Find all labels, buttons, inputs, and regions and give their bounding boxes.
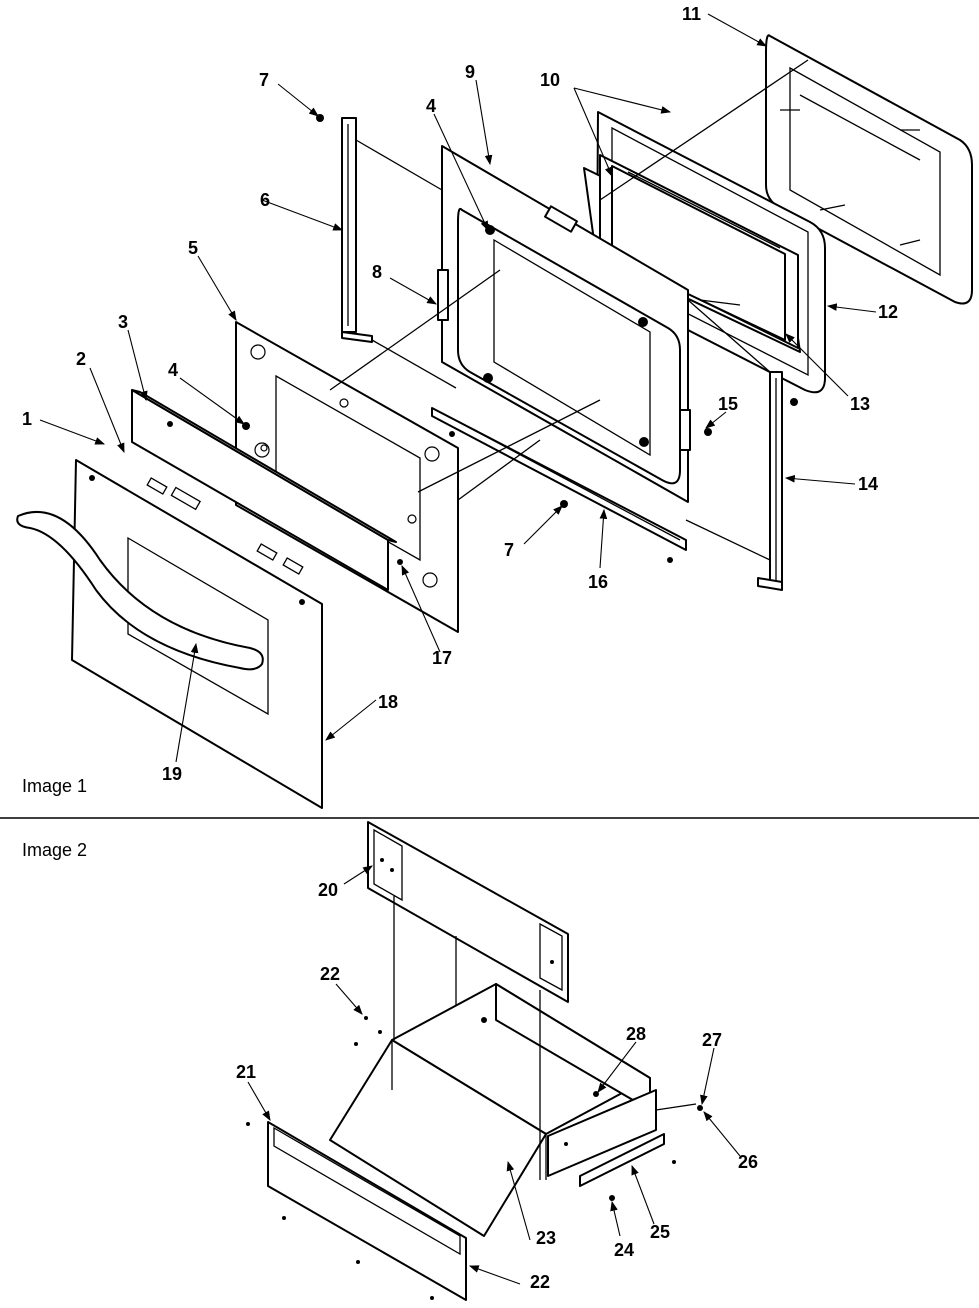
image2-caption: Image 2 bbox=[22, 840, 87, 860]
callout-23: 23 bbox=[536, 1228, 556, 1248]
callout-11: 11 bbox=[682, 4, 701, 24]
callout-15: 15 bbox=[718, 394, 738, 414]
part-20-rear-panel bbox=[367, 821, 569, 1003]
callout-28: 28 bbox=[626, 1024, 646, 1044]
callout-13: 13 bbox=[850, 394, 870, 414]
callout-8: 8 bbox=[372, 262, 382, 282]
callout-5: 5 bbox=[188, 238, 198, 258]
part-19-handle bbox=[16, 511, 264, 671]
callout-2: 2 bbox=[76, 349, 86, 369]
callout-1: 1 bbox=[22, 409, 32, 429]
leader-lines-image1 bbox=[39, 13, 877, 763]
part-10-13-glass-panels bbox=[583, 154, 801, 353]
part-16-bottom-trim bbox=[431, 407, 687, 551]
part-3-control-trim bbox=[131, 389, 397, 591]
callout-7-lower: 7 bbox=[504, 540, 514, 560]
callout-18: 18 bbox=[378, 692, 398, 712]
part-9-inner-liner bbox=[437, 145, 691, 503]
image2-drawer-assembly: Image 2 bbox=[22, 821, 758, 1301]
callout-22-lower: 22 bbox=[530, 1272, 550, 1292]
part-21-front-panel bbox=[267, 1121, 467, 1301]
callout-7-upper: 7 bbox=[259, 70, 269, 90]
callout-21: 21 bbox=[236, 1062, 256, 1082]
callout-17: 17 bbox=[432, 648, 452, 668]
callout-9: 9 bbox=[465, 62, 475, 82]
callout-25: 25 bbox=[650, 1222, 670, 1242]
callout-14: 14 bbox=[858, 474, 878, 494]
callout-6: 6 bbox=[260, 190, 270, 210]
callout-16: 16 bbox=[588, 572, 608, 592]
callout-24: 24 bbox=[614, 1240, 634, 1260]
assembly-lines-image2 bbox=[393, 896, 697, 1180]
assembly-lines-image1 bbox=[329, 59, 809, 561]
callout-26: 26 bbox=[738, 1152, 758, 1172]
callout-20: 20 bbox=[318, 880, 338, 900]
callout-3: 3 bbox=[118, 312, 128, 332]
callout-4-upper: 4 bbox=[426, 96, 436, 116]
callout-19: 19 bbox=[162, 764, 182, 784]
part-14-side-channel bbox=[757, 371, 783, 591]
callout-10: 10 bbox=[540, 70, 560, 90]
part-5-door-panel bbox=[235, 321, 459, 633]
image1-caption: Image 1 bbox=[22, 776, 87, 796]
part-6-hinge-channel bbox=[341, 117, 373, 343]
image1-door-assembly: 1 2 3 4 4 5 6 7 7 8 9 10 11 12 13 14 15 … bbox=[16, 4, 973, 809]
callout-22-upper: 22 bbox=[320, 964, 340, 984]
callout-12: 12 bbox=[878, 302, 898, 322]
callout-27: 27 bbox=[702, 1030, 722, 1050]
leader-lines-image2 bbox=[247, 865, 741, 1285]
callout-4: 4 bbox=[168, 360, 178, 380]
part-23-drawer-box bbox=[329, 983, 651, 1237]
part-25-side-rail bbox=[547, 1089, 665, 1187]
screws-image2 bbox=[246, 1016, 703, 1300]
